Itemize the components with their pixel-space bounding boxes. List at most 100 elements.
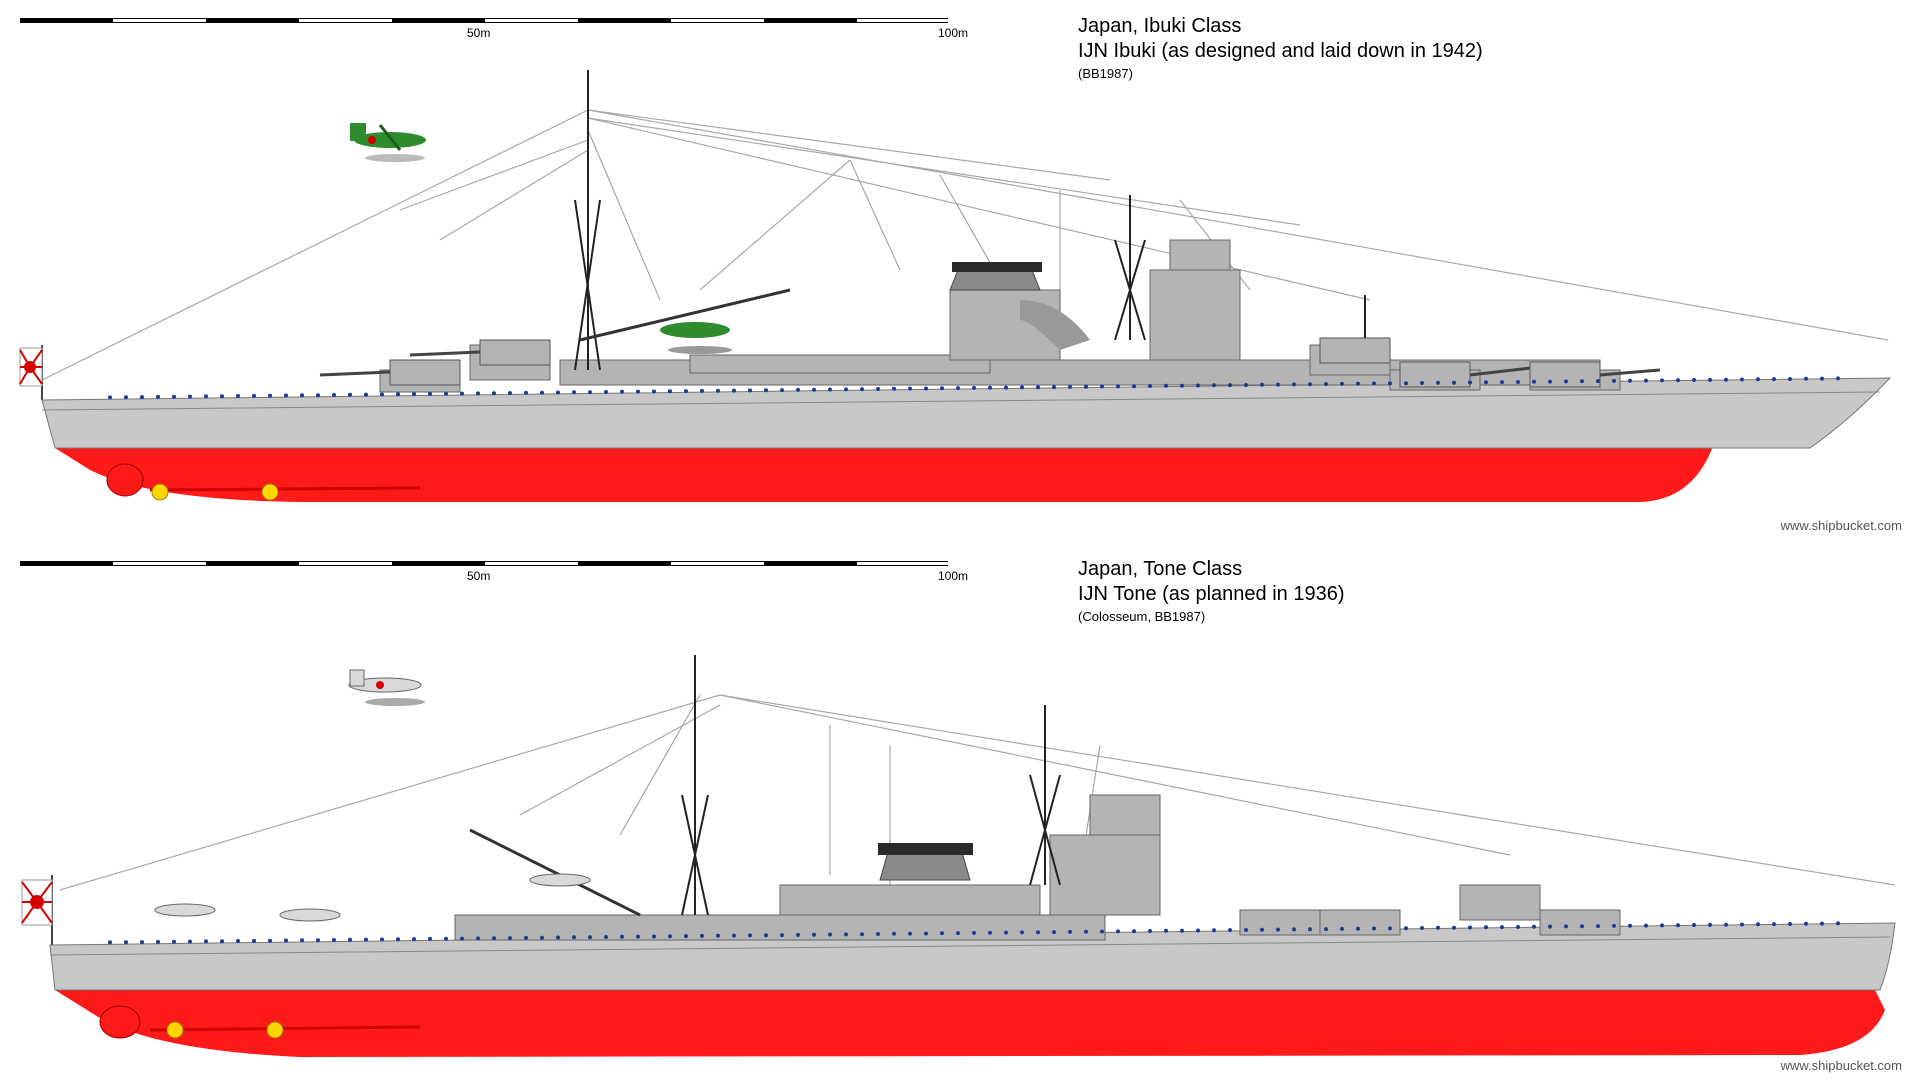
porthole (476, 936, 480, 941)
porthole (1756, 922, 1760, 927)
porthole (364, 937, 368, 942)
scale-bar: 50m 100m (20, 18, 968, 40)
porthole (780, 933, 784, 938)
porthole (444, 936, 448, 941)
porthole (284, 393, 288, 398)
porthole (1292, 382, 1296, 387)
porthole (508, 936, 512, 941)
masts (681, 655, 1061, 916)
ship-title-block: Japan, Ibuki Class IJN Ibuki (as designe… (1078, 14, 1483, 84)
porthole (1084, 929, 1088, 934)
porthole (268, 393, 272, 398)
porthole (1324, 382, 1328, 387)
porthole (444, 391, 448, 396)
porthole (972, 385, 976, 390)
porthole (1308, 382, 1312, 387)
porthole (1676, 923, 1680, 928)
rising-sun-flag-icon (21, 875, 53, 945)
superstructure (454, 794, 1621, 941)
porthole (476, 391, 480, 396)
ship-subtitle: IJN Tone (as planned in 1936) (1078, 583, 1345, 605)
porthole (1004, 930, 1008, 935)
porthole (812, 932, 816, 937)
porthole (892, 386, 896, 391)
funnel (949, 262, 1090, 350)
watermark: www.shipbucket.com (1780, 518, 1902, 533)
artist-credit: (Colosseum, BB1987) (1078, 609, 1206, 624)
porthole (1660, 923, 1664, 928)
porthole (1180, 928, 1184, 933)
porthole (1036, 385, 1040, 390)
ship-title-block: Japan, Tone Class IJN Tone (as planned i… (1078, 557, 1344, 627)
porthole (1820, 376, 1824, 381)
porthole (236, 394, 240, 398)
porthole (892, 931, 896, 936)
porthole (1068, 929, 1072, 934)
porthole (844, 932, 848, 937)
porthole (1676, 378, 1680, 383)
porthole (188, 394, 192, 399)
porthole (572, 390, 576, 395)
porthole (1340, 926, 1344, 931)
porthole (684, 389, 688, 394)
porthole (1020, 930, 1024, 935)
porthole (1228, 383, 1232, 388)
porthole (348, 392, 352, 397)
porthole (140, 940, 144, 945)
porthole (908, 931, 912, 936)
porthole (1788, 377, 1792, 381)
porthole (1020, 385, 1024, 390)
porthole (1532, 379, 1536, 384)
porthole (1196, 928, 1200, 933)
rigging-lines (59, 694, 1896, 891)
scale-bar: 50m 100m (20, 561, 968, 583)
porthole (1804, 921, 1808, 926)
porthole (412, 392, 416, 397)
porthole (1068, 384, 1072, 389)
rigging-lines (41, 109, 1889, 381)
porthole (460, 936, 464, 941)
porthole (748, 933, 752, 938)
scale-label-50m: 50m (467, 569, 491, 583)
porthole (1148, 929, 1152, 933)
porthole (924, 931, 928, 936)
porthole (604, 935, 608, 939)
porthole (620, 389, 624, 394)
porthole (636, 934, 640, 939)
porthole (1532, 924, 1536, 929)
porthole (348, 937, 352, 942)
porthole (1404, 381, 1408, 386)
porthole (428, 391, 432, 396)
porthole (1372, 926, 1376, 931)
porthole (1452, 380, 1456, 385)
porthole (524, 390, 528, 395)
porthole (1052, 930, 1056, 935)
porthole (732, 388, 736, 393)
porthole (572, 935, 576, 940)
porthole (1388, 381, 1392, 386)
scale-label-50m: 50m (467, 26, 491, 40)
watermark: www.shipbucket.com (1780, 1058, 1902, 1073)
porthole (1596, 379, 1600, 384)
porthole (204, 394, 208, 399)
porthole (668, 934, 672, 939)
porthole (588, 935, 592, 940)
seaplane-icon (350, 123, 426, 162)
porthole (1260, 927, 1264, 932)
porthole (188, 939, 192, 944)
porthole (956, 931, 960, 936)
porthole (380, 937, 384, 942)
porthole (716, 388, 720, 393)
porthole (396, 392, 400, 397)
scale-label-100m: 100m (938, 569, 969, 583)
porthole (124, 940, 128, 945)
deck-seaplane-icon (660, 322, 732, 354)
porthole (1612, 378, 1616, 383)
class-title: Japan, Tone Class (1078, 558, 1243, 580)
porthole (268, 938, 272, 943)
porthole (1388, 926, 1392, 931)
porthole (172, 394, 176, 399)
porthole (1756, 377, 1760, 382)
porthole (1724, 377, 1728, 382)
porthole (1644, 923, 1648, 928)
